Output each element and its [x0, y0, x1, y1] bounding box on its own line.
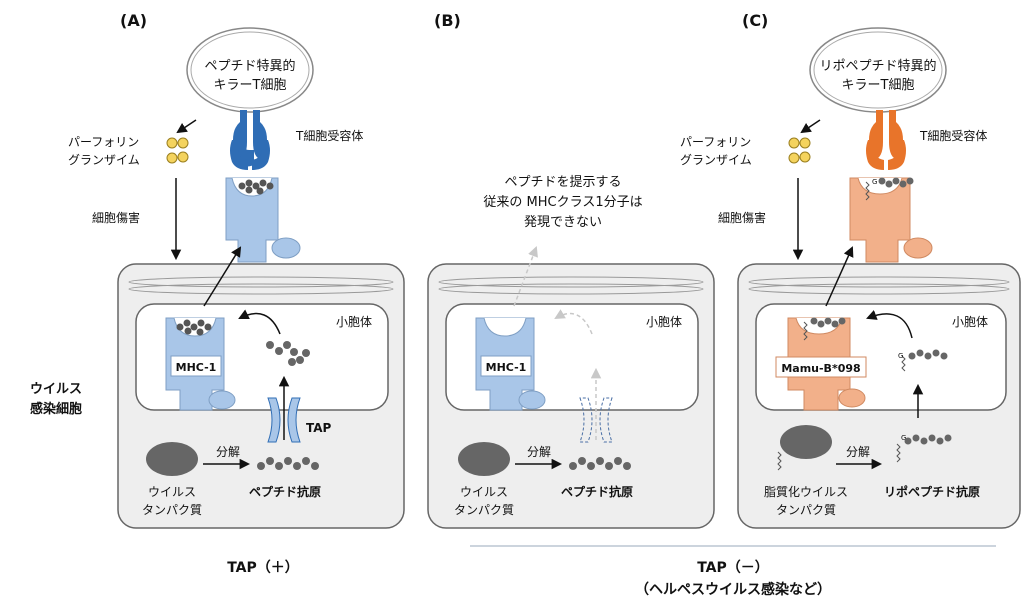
tcell-a: ペプチド特異的 キラーT細胞	[186, 27, 314, 113]
lipopeptide-antigen-c: G	[896, 434, 952, 463]
panel-c-label: (C)	[742, 11, 768, 30]
peptide-antigen-b	[569, 457, 631, 470]
tcr-a: T細胞受容体	[230, 110, 363, 170]
glycine-c-top: G	[872, 178, 877, 186]
organelle-a: 小胞体	[336, 315, 372, 329]
tcr-a-label: T細胞受容体	[295, 128, 363, 143]
perforin-c: パーフォリン	[680, 135, 751, 149]
tap-minus-note: （ヘルペスウイルス感染など）	[635, 581, 831, 598]
tap-a: TAP	[267, 375, 332, 443]
mhc-er-c: Mamu-B*098	[775, 317, 867, 411]
granules-c	[788, 137, 811, 164]
mhc-c-label: Mamu-B*098	[781, 362, 860, 375]
organelle-c: 小胞体	[952, 315, 988, 329]
glycine-c-er: G	[898, 352, 903, 360]
degradation-b: 分解	[527, 445, 551, 459]
protein-c-line2: タンパク質	[776, 502, 836, 517]
panel-b: (B) ペプチドを提示する 従来の MHCクラス1分子は 発現できない 小胞体 …	[427, 11, 715, 529]
panel-a: (A) ペプチド特異的 キラーT細胞 T細胞受容体	[68, 11, 405, 529]
degradation-a: 分解	[216, 445, 240, 459]
antigen-a: ペプチド抗原	[249, 484, 321, 499]
note-b-line1: ペプチドを提示する	[504, 174, 621, 190]
note-b-line3: 発現できない	[524, 215, 602, 230]
glycine-c-antigen: G	[901, 434, 906, 442]
antigen-c: リポペプチド抗原	[884, 484, 980, 499]
protein-b-line1: ウイルス	[460, 485, 508, 499]
panel-c: (C) リポペプチド特異的 キラーT細胞 T細胞受容体 G	[680, 11, 1021, 529]
infected-cell-line1: ウイルス	[30, 382, 82, 397]
antigen-b: ペプチド抗原	[561, 484, 633, 499]
note-b-line2: 従来の MHCクラス1分子は	[483, 195, 642, 210]
infected-cell-line2: 感染細胞	[30, 401, 82, 417]
granules-a	[166, 137, 189, 164]
tcell-c-line2: キラーT細胞	[842, 78, 915, 93]
mhc-presented-c: G	[849, 177, 933, 263]
tap-plus-label: TAP（＋）	[227, 560, 299, 576]
granzyme-c: グランザイム	[680, 153, 752, 167]
panel-a-label: (A)	[120, 11, 147, 30]
tap-minus-label: TAP（－）	[697, 560, 769, 576]
tcr-c-label: T細胞受容体	[919, 128, 987, 143]
tcr-c: T細胞受容体	[866, 110, 987, 170]
tcell-c-line1: リポペプチド特異的	[819, 58, 936, 74]
cytotoxicity-c: 細胞傷害	[718, 210, 766, 225]
tcell-a-line2: キラーT細胞	[214, 78, 287, 93]
perforin-a: パーフォリン	[68, 135, 139, 149]
protein-a	[146, 442, 198, 476]
mhc-a-label: MHC-1	[176, 361, 217, 374]
protein-c	[777, 425, 832, 471]
protein-b	[458, 442, 510, 476]
granzyme-a: グランザイム	[68, 153, 140, 167]
protein-b-line2: タンパク質	[454, 502, 514, 517]
peptide-er-a	[266, 341, 310, 366]
lipopeptide-er-c: G	[898, 349, 948, 372]
mhc-er-b: MHC-1	[475, 317, 546, 411]
panel-b-label: (B)	[434, 11, 461, 30]
mhc-er-a: MHC-1	[165, 317, 236, 411]
tap-b-absent	[579, 397, 613, 443]
organelle-b: 小胞体	[646, 315, 682, 329]
protein-c-line1: 脂質化ウイルス	[764, 484, 848, 499]
mhc-presented-a	[225, 177, 301, 263]
peptide-antigen-a	[257, 457, 319, 470]
tcell-c: リポペプチド特異的 キラーT細胞	[809, 27, 947, 113]
tap-a-label: TAP	[306, 421, 332, 435]
tcell-a-line1: ペプチド特異的	[204, 58, 295, 74]
protein-a-line1: ウイルス	[148, 485, 196, 499]
mhc-b-label: MHC-1	[486, 361, 527, 374]
cytotoxicity-a: 細胞傷害	[92, 210, 140, 225]
degradation-c: 分解	[846, 445, 870, 459]
protein-a-line2: タンパク質	[142, 502, 202, 517]
